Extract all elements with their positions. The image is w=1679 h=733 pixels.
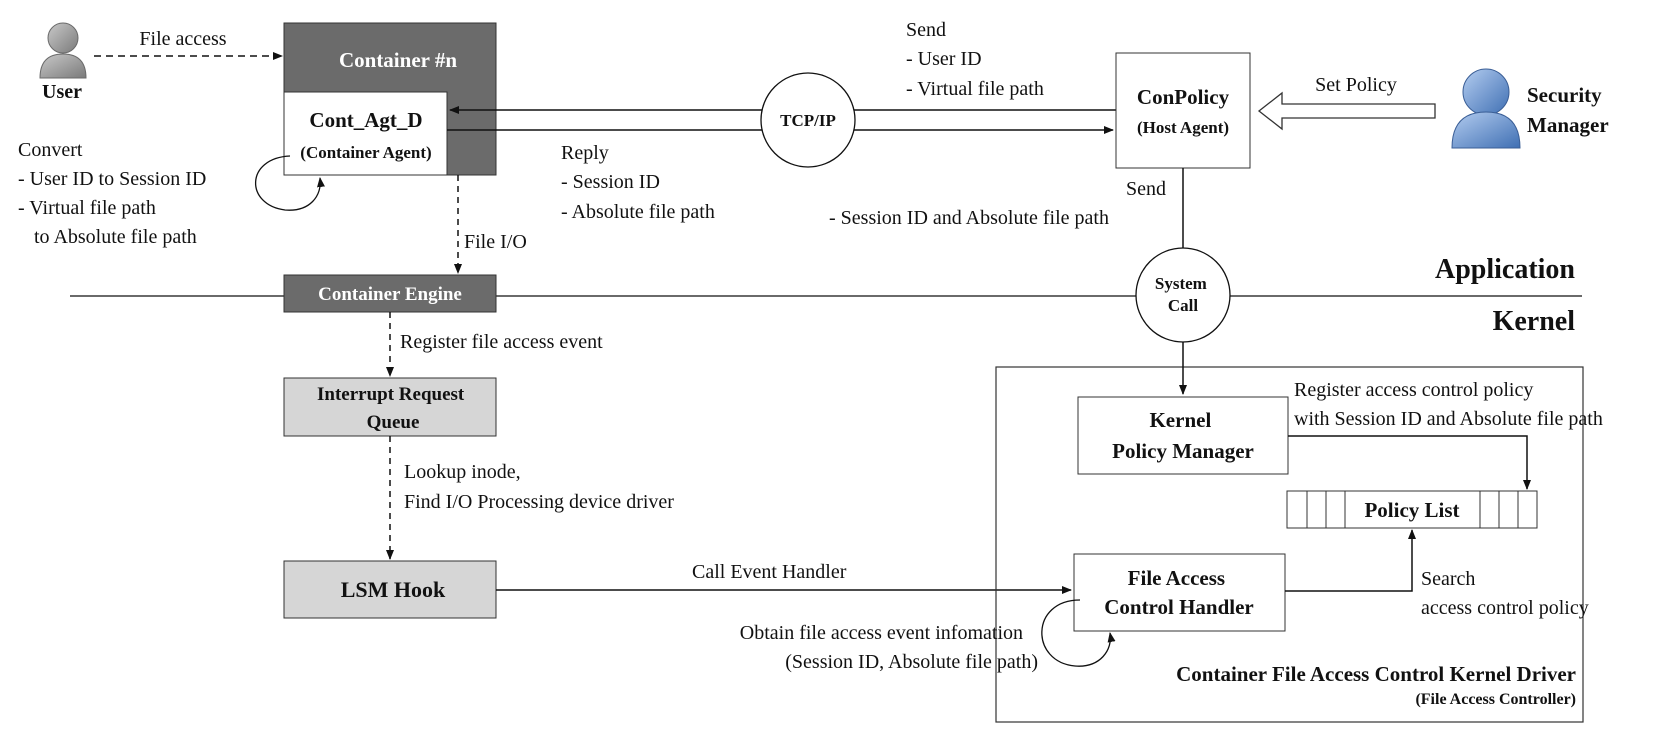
kernel-policy-manager-box [1077,396,1289,475]
convert-note: Convert - User ID to Session ID - Virtua… [18,139,211,248]
tcpip-label: TCP/IP [780,111,836,130]
driver-title: Container File Access Control Kernel Dri… [1176,662,1576,686]
register-policy-note: Register access control policy with Sess… [1294,379,1603,430]
file-access-handler-label: File Access Control Handler [1104,566,1254,619]
kernel-layer-label: Kernel [1493,306,1576,337]
search-note: Search access control policy [1421,568,1589,619]
conpolicy-box [1115,52,1251,169]
user-label: User [42,81,82,103]
application-layer-label: Application [1435,254,1575,285]
kernel-policy-manager-label: Kernel Policy Manager [1112,408,1254,463]
obtain-loop-arrow [1041,599,1116,667]
set-policy-label: Set Policy [1315,74,1397,96]
container-engine-box [283,274,497,313]
reply-note: Reply - Session ID - Absolute file path [561,142,715,223]
obtain-note: Obtain file access event infomation (Ses… [740,622,1038,673]
policy-list-cells [1306,491,1519,528]
file-io-label: File I/O [464,231,527,253]
host-agent-label: (Host Agent) [1137,118,1229,137]
kernel-driver-box [995,366,1584,723]
security-manager-icon [1451,68,1521,149]
set-policy-arrow [1257,91,1436,131]
system-call-circle [1135,247,1231,343]
policy-list-box [1286,490,1538,529]
container-agent-label: (Container Agent) [300,143,431,162]
register-event-label: Register file access event [400,331,603,353]
system-call-label: System Call [1155,274,1211,315]
cont-agt-d-label: Cont_Agt_D [309,108,422,132]
conpolicy-label: ConPolicy [1137,85,1230,109]
send-top-note: Send - User ID - Virtual file path [906,19,1044,100]
lookup-note: Lookup inode, Find I/O Processing device… [404,461,674,513]
container-engine-label: Container Engine [318,284,462,305]
irq-queue-box [283,377,497,437]
file-access-handler-box [1073,553,1286,632]
driver-subtitle: (File Access Controller) [1415,691,1576,708]
container-n-label: Container #n [339,48,457,72]
file-access-label: File access [139,28,226,50]
search-policy-arrow [1285,529,1416,592]
register-policy-arrow [1288,435,1531,490]
lsm-hook-label: LSM Hook [341,577,446,602]
policy-list-label: Policy List [1364,498,1459,522]
call-event-handler-label: Call Event Handler [692,561,847,583]
convert-loop-arrow [254,155,325,211]
irq-queue-label: Interrupt Request Queue [317,384,469,433]
send-mid-note: Send - Session ID and Absolute file path [829,178,1171,229]
tcpip-circle [760,72,856,168]
security-manager-label: Security Manager [1527,83,1609,137]
cont-agt-d-box [283,91,448,176]
user-icon [39,22,87,79]
lsm-hook-box [283,560,497,619]
